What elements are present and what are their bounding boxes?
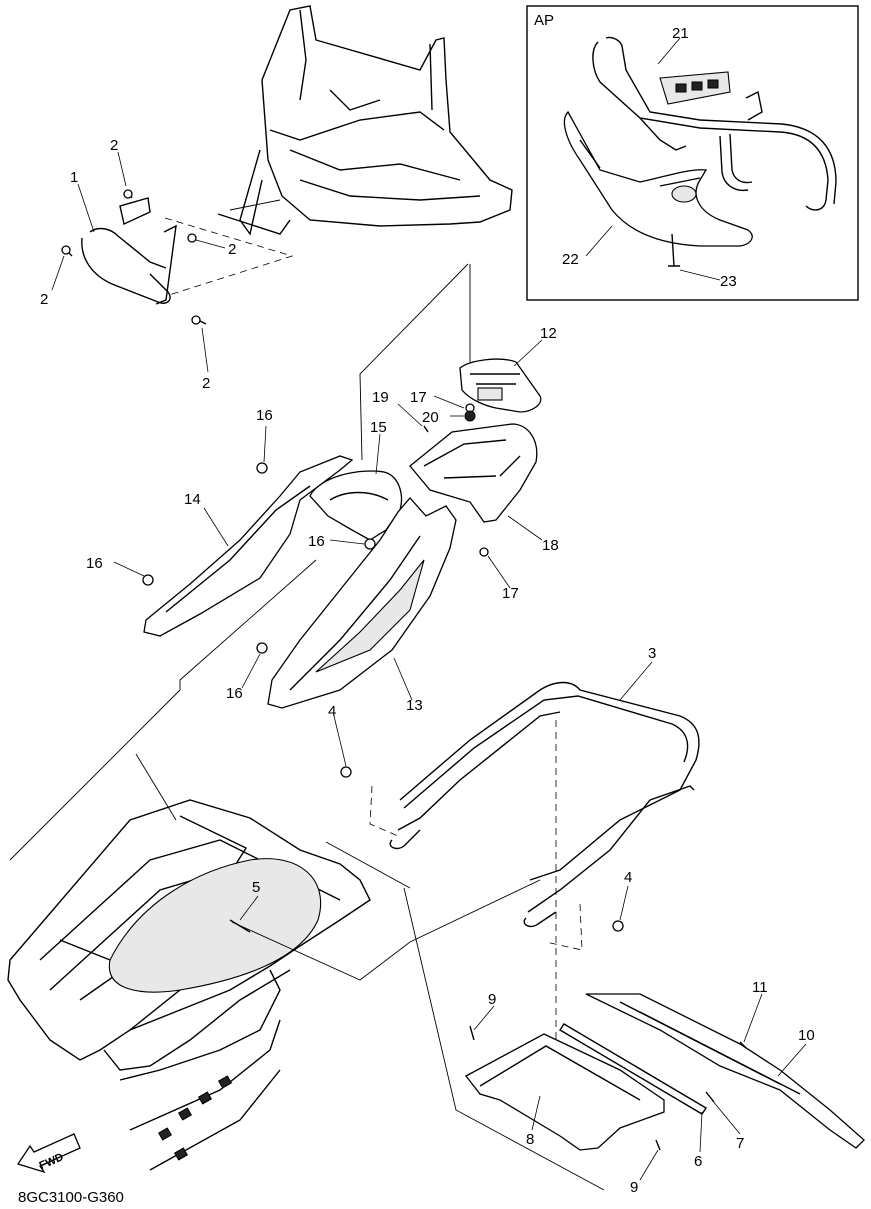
- callout-label: 5: [252, 879, 260, 896]
- callout-label: 19: [372, 389, 389, 406]
- fastener-11: [739, 1041, 747, 1049]
- callout-label: 2: [202, 375, 210, 392]
- tail-cover-18: [409, 423, 538, 523]
- bolts-2: [61, 189, 207, 325]
- callout-label: 17: [410, 389, 427, 406]
- callout-label: 22: [562, 251, 579, 268]
- rear-rack-3: [340, 681, 700, 932]
- fastener-9a: [469, 1025, 475, 1041]
- callout-label: 10: [798, 1027, 815, 1044]
- inset-skid-cover: [563, 110, 753, 247]
- callout-label: 8: [526, 1131, 534, 1148]
- lower-guide-lines: [9, 689, 605, 1191]
- callout-label: 1: [70, 169, 78, 186]
- callout-label: 2: [40, 291, 48, 308]
- side-guard-10: [585, 993, 865, 1149]
- callout-label: 7: [736, 1135, 744, 1152]
- footrest-8: [465, 1033, 665, 1151]
- callout-label: 2: [110, 137, 118, 154]
- inset-screw: [668, 233, 680, 267]
- callout-label: 14: [184, 491, 201, 508]
- side-cover-13: [267, 497, 457, 709]
- fastener-9b: [655, 1139, 661, 1151]
- rear-fender-15: [309, 470, 403, 541]
- fwd-arrow-icon: FWD: [16, 1133, 81, 1174]
- callout-label: 23: [720, 273, 737, 290]
- callout-label: 16: [226, 685, 243, 702]
- callout-labels: 2 1 2 2 2 21 22 23 12 19 17 20 16 15 14 …: [40, 25, 815, 1196]
- rear-carrier-12: [459, 358, 542, 413]
- callout-label: 16: [256, 407, 273, 424]
- callout-label: 6: [694, 1153, 702, 1170]
- callout-label: 4: [624, 869, 632, 886]
- inset-bumper-bar: [592, 36, 837, 211]
- callout-label: 2: [228, 241, 236, 258]
- leader-lines: [51, 37, 807, 1181]
- callout-label: 9: [630, 1179, 638, 1196]
- front-bumper-bracket: [81, 197, 177, 305]
- fasteners-16-17-19-20: [142, 403, 489, 654]
- drawing-code: 8GC3100-G360: [18, 1189, 124, 1206]
- callout-label: 18: [542, 537, 559, 554]
- rear-frame-assembly: [7, 799, 371, 1171]
- inset-ap-panel: AP: [526, 5, 859, 301]
- fastener-5: [229, 919, 251, 933]
- front-frame-assembly: [217, 5, 513, 236]
- callout-label: 15: [370, 419, 387, 436]
- callout-label: 16: [308, 533, 325, 550]
- callout-label: 12: [540, 325, 557, 342]
- guide-outline-middle: [179, 263, 471, 690]
- bolt-guide-lines: [164, 217, 294, 297]
- callout-label: 20: [422, 409, 439, 426]
- callout-label: 4: [328, 703, 336, 720]
- callout-label: 17: [502, 585, 519, 602]
- callout-label: 21: [672, 25, 689, 42]
- callout-label: 11: [752, 979, 768, 996]
- side-cover-14: [143, 455, 354, 637]
- callout-label: 9: [488, 991, 496, 1008]
- callout-label: 16: [86, 555, 103, 572]
- callout-label: 3: [648, 645, 656, 662]
- callout-label: 13: [406, 697, 423, 714]
- inset-label: AP: [534, 12, 554, 29]
- rack-guide-lines: [369, 720, 583, 1040]
